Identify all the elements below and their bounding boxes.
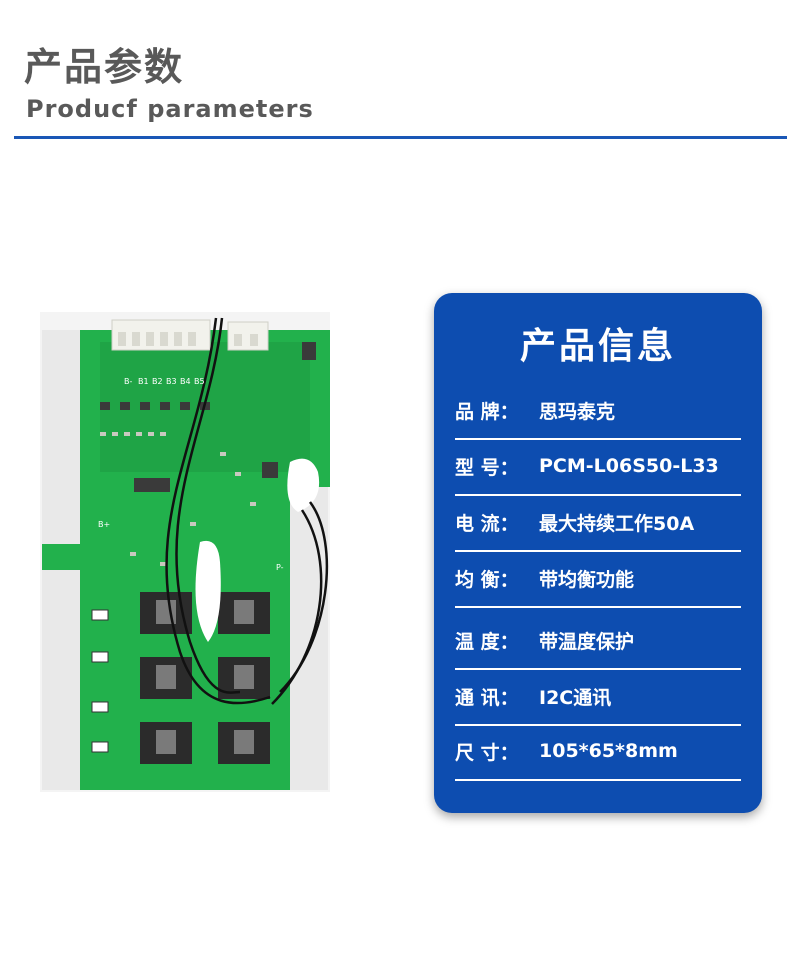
pcb-label-b2: B2 bbox=[152, 377, 163, 386]
spec-row-current: 电 流： 最大持续工作50A bbox=[455, 494, 741, 552]
pcb-label-b-plus: B+ bbox=[98, 520, 110, 529]
spec-value: 思玛泰克 bbox=[539, 400, 616, 423]
pcb-label-b-minus: B- bbox=[124, 377, 132, 386]
pcb-label-p-minus: P- bbox=[276, 563, 284, 572]
spec-row-temperature: 温 度： 带温度保护 bbox=[455, 612, 741, 670]
spec-label: 品 牌： bbox=[455, 400, 519, 423]
spec-value: 带均衡功能 bbox=[539, 568, 635, 591]
pcb-label-b5: B5 bbox=[194, 377, 205, 386]
spec-value: PCM-L06S50-L33 bbox=[539, 455, 719, 477]
pcb-label-b3: B3 bbox=[166, 377, 177, 386]
spec-row-balance: 均 衡： 带均衡功能 bbox=[455, 550, 741, 608]
product-info-card: 产品信息 品 牌： 思玛泰克 型 号： PCM-L06S50-L33 电 流： … bbox=[434, 293, 762, 813]
spec-value: 105*65*8mm bbox=[539, 740, 678, 762]
spec-label: 型 号： bbox=[455, 456, 519, 479]
spec-value: 最大持续工作50A bbox=[539, 512, 695, 535]
card-title: 产品信息 bbox=[519, 326, 676, 367]
section-title: 产品参数 bbox=[24, 45, 185, 89]
spec-label: 电 流： bbox=[455, 512, 519, 535]
spec-label: 通 讯： bbox=[455, 686, 519, 709]
spec-row-model: 型 号： PCM-L06S50-L33 bbox=[455, 438, 741, 496]
pcb-label-b1: B1 bbox=[138, 377, 149, 386]
spec-row-communication: 通 讯： I2C通讯 bbox=[455, 668, 741, 726]
spec-label: 尺 寸： bbox=[455, 741, 519, 764]
spec-label: 温 度： bbox=[455, 630, 519, 653]
spec-value: I2C通讯 bbox=[539, 686, 612, 709]
title-divider bbox=[14, 136, 787, 139]
spec-value: 带温度保护 bbox=[539, 630, 635, 653]
section-subtitle: Producf parameters bbox=[26, 95, 314, 123]
spec-label: 均 衡： bbox=[455, 568, 519, 591]
spec-row-brand: 品 牌： 思玛泰克 bbox=[455, 382, 741, 440]
spec-row-size: 尺 寸： 105*65*8mm bbox=[455, 723, 741, 781]
product-photo: B- B1 B2 B3 B4 B5 B+ P- bbox=[40, 312, 330, 792]
pcb-label-b4: B4 bbox=[180, 377, 191, 386]
